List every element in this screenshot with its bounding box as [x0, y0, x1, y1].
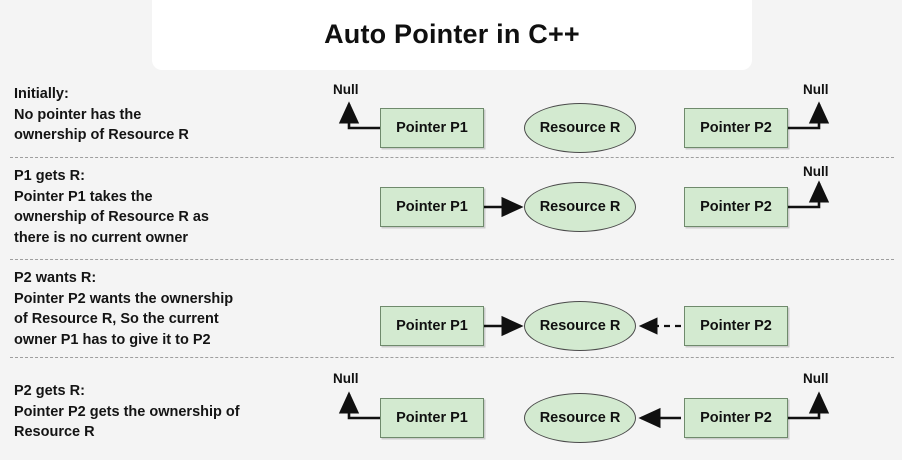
row-p2-wants-r: P2 wants R: Pointer P2 wants the ownersh… — [0, 268, 902, 358]
row-p2-gets-r-diagram: Null Null Pointer P1 Resource R Pointer … — [0, 368, 902, 460]
node-pointer-p1: Pointer P1 — [380, 108, 484, 148]
separator-1 — [10, 157, 894, 158]
row-p2-gets-r-text: P2 gets R: Pointer P2 gets the ownership… — [14, 381, 324, 443]
row-p2-gets-r-line-2: Resource R — [14, 424, 95, 440]
title-card: Auto Pointer in C++ — [152, 0, 752, 70]
row-p2-wants-r-heading: P2 wants R: — [14, 270, 97, 286]
row-p2-wants-r-line-3: owner P1 has to give it to P2 — [14, 331, 211, 348]
row-p1-gets-r-text: P1 gets R: Pointer P1 takes the ownershi… — [14, 166, 324, 248]
null-label-p1: Null — [333, 371, 359, 386]
node-pointer-p2: Pointer P2 — [684, 108, 788, 148]
row-p1-gets-r-line-3: there is no current owner — [14, 229, 189, 246]
row-p1-gets-r-diagram: Null Pointer P1 Resource R Pointer P2 — [0, 164, 902, 256]
row-p1-gets-r-line-1: Pointer P1 takes the — [14, 188, 153, 205]
node-resource-r: Resource R — [524, 301, 636, 351]
node-pointer-p1: Pointer P1 — [380, 187, 484, 227]
node-resource-r: Resource R — [524, 103, 636, 153]
node-pointer-p2: Pointer P2 — [684, 398, 788, 438]
row-initially-line-1: No pointer has the — [14, 106, 142, 123]
node-pointer-p1: Pointer P1 — [380, 306, 484, 346]
null-label-p1: Null — [333, 82, 359, 97]
row-initially-line-2: ownership of Resource R — [14, 127, 189, 143]
row-p2-gets-r-line-1: Pointer P2 gets the ownership of — [14, 403, 240, 420]
node-pointer-p1: Pointer P1 — [380, 398, 484, 438]
row-p1-gets-r-line-2: ownership of Resource R as — [14, 209, 209, 225]
null-label-p2: Null — [803, 371, 829, 386]
node-pointer-p2: Pointer P2 — [684, 306, 788, 346]
node-pointer-p2: Pointer P2 — [684, 187, 788, 227]
null-label-p2: Null — [803, 164, 829, 179]
row-p2-gets-r: P2 gets R: Pointer P2 gets the ownership… — [0, 368, 902, 460]
page-title: Auto Pointer in C++ — [324, 18, 580, 49]
row-p1-gets-r-heading: P1 gets R: — [14, 168, 85, 184]
row-initially-heading: Initially: — [14, 86, 69, 102]
row-p2-wants-r-diagram: R (dashed, pointing left) --> Pointer P1… — [0, 268, 902, 358]
row-initially-text: Initially: No pointer has the ownership … — [14, 84, 324, 146]
node-resource-r: Resource R — [524, 182, 636, 232]
node-resource-r: Resource R — [524, 393, 636, 443]
row-initially-diagram: Null Null Pointer P1 Resource R Pointer … — [0, 82, 902, 156]
null-label-p2: Null — [803, 82, 829, 97]
separator-3 — [10, 357, 894, 358]
row-initially: Initially: No pointer has the ownership … — [0, 82, 902, 156]
row-p2-wants-r-line-2: of Resource R, So the current — [14, 311, 219, 327]
row-p2-wants-r-text: P2 wants R: Pointer P2 wants the ownersh… — [14, 268, 324, 350]
row-p2-wants-r-line-1: Pointer P2 wants the ownership — [14, 290, 234, 307]
separator-2 — [10, 259, 894, 260]
row-p2-gets-r-heading: P2 gets R: — [14, 383, 85, 399]
row-p1-gets-r: P1 gets R: Pointer P1 takes the ownershi… — [0, 164, 902, 256]
